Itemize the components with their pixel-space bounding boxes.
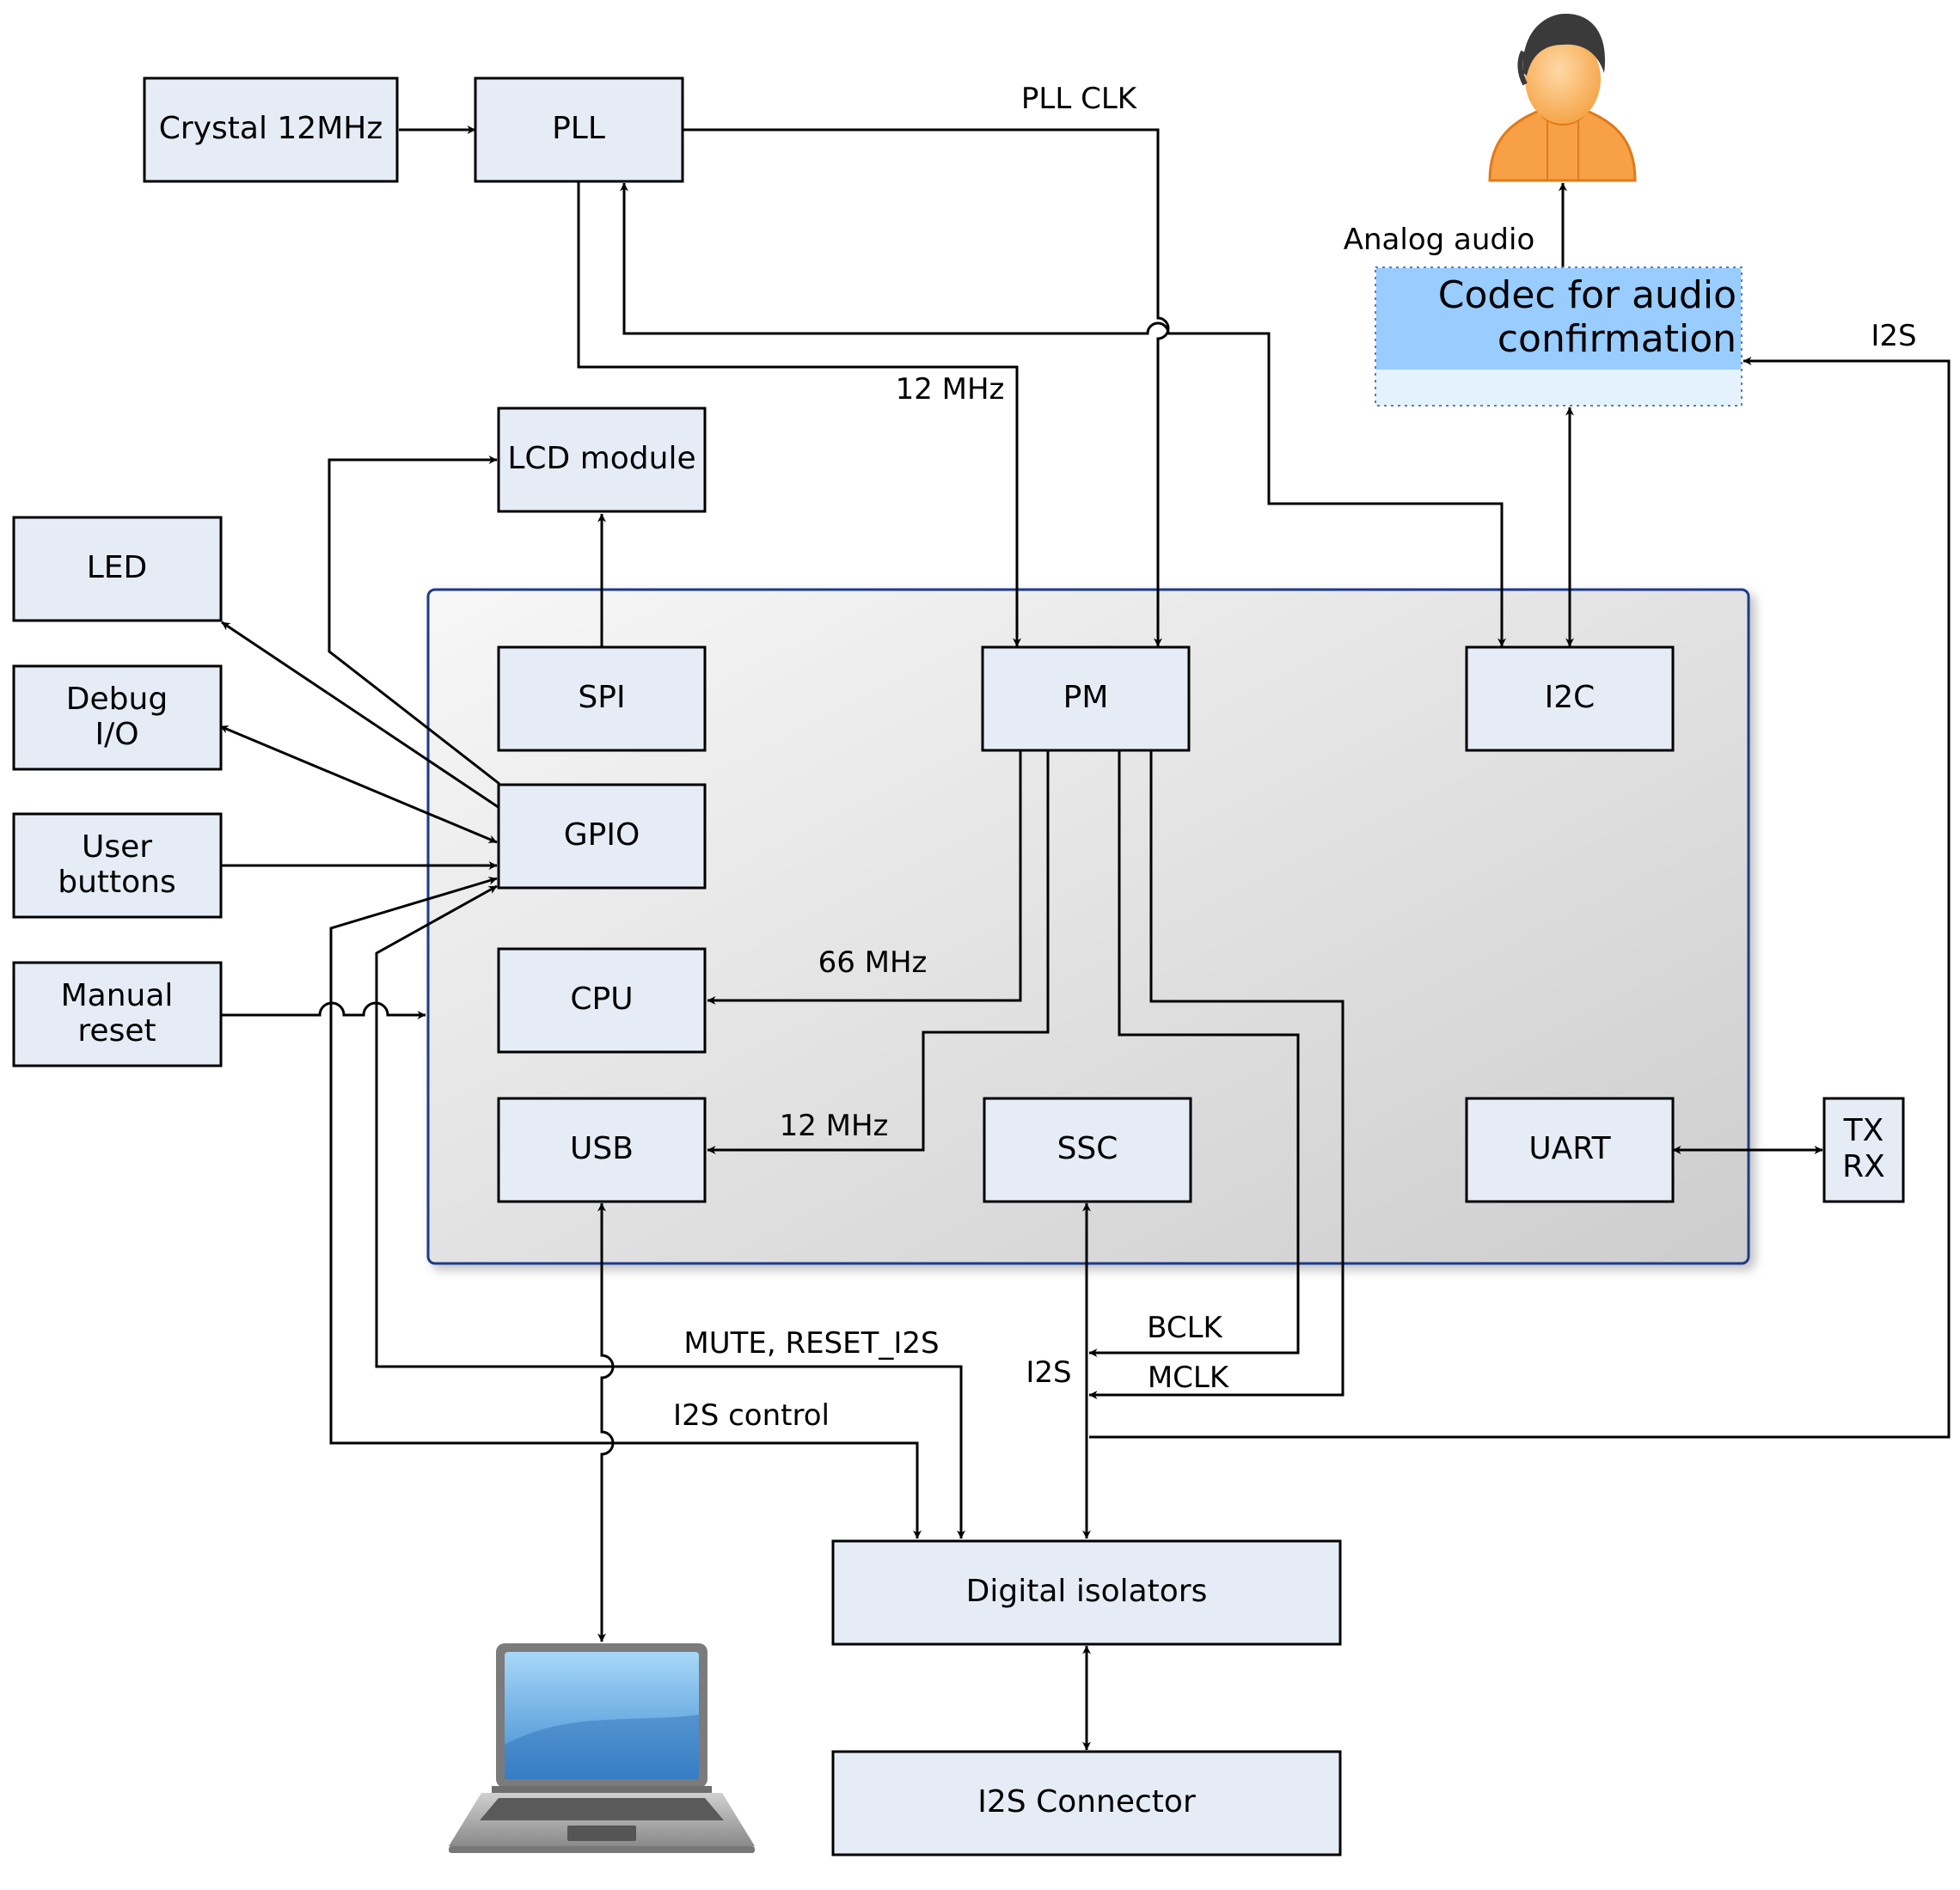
ssc-label: SSC — [1057, 1131, 1118, 1166]
pll-block: PLL — [474, 76, 684, 183]
usb-block: USB — [497, 1097, 707, 1203]
pll-label: PLL — [552, 111, 605, 146]
rx-label: RX — [1842, 1149, 1885, 1184]
bclk-label: BCLK — [1147, 1311, 1223, 1345]
lcd-label: LCD module — [507, 441, 695, 476]
i2s-connector-label: I2S Connector — [977, 1784, 1196, 1820]
gpio-block: GPIO — [497, 783, 707, 890]
uart-block: UART — [1465, 1097, 1675, 1203]
i2s-control-label: I2S control — [673, 1398, 830, 1433]
cpu-block: CPU — [497, 947, 707, 1054]
i2c-block: I2C — [1465, 645, 1675, 752]
manual-reset-block: Manual reset — [12, 961, 223, 1067]
led-block: LED — [12, 516, 223, 622]
digital-isolators-block: Digital isolators — [831, 1539, 1342, 1646]
crystal-block: Crystal 12MHz — [143, 76, 399, 183]
laptop-icon — [449, 1643, 755, 1853]
mute-reset-label: MUTE, RESET_I2S — [683, 1326, 939, 1361]
connectors — [219, 125, 1951, 1751]
cpu-label: CPU — [570, 982, 633, 1017]
lcd-block: LCD module — [497, 407, 707, 513]
user-icon — [1488, 13, 1637, 182]
codec-label-line2: confirmation — [1498, 317, 1736, 361]
i2s-codec-label: I2S — [1871, 319, 1916, 353]
uart-label: UART — [1528, 1131, 1611, 1166]
user-buttons-label-line2: buttons — [58, 865, 176, 900]
manual-reset-label-line1: Manual — [61, 978, 174, 1013]
user-buttons-label-line1: User — [82, 829, 152, 865]
mclk-label: MCLK — [1148, 1361, 1230, 1395]
i2s-bus-label: I2S — [1026, 1355, 1071, 1390]
spi-label: SPI — [578, 680, 625, 715]
pm-label: PM — [1063, 680, 1109, 715]
txrx-block: TX RX — [1822, 1097, 1905, 1203]
pll-clk-label: PLL CLK — [1021, 82, 1138, 116]
pll-12mhz-label: 12 MHz — [896, 372, 1005, 407]
manual-reset-label-line2: reset — [77, 1013, 156, 1049]
ssc-block: SSC — [983, 1097, 1192, 1203]
codec-label-line1: Codec for audio — [1438, 273, 1736, 317]
debug-label-line2: I/O — [95, 717, 138, 752]
user-buttons-block: User buttons — [12, 812, 223, 919]
i2c-label: I2C — [1545, 680, 1596, 715]
cpu-66mhz-label: 66 MHz — [818, 945, 928, 980]
analog-audio-label: Analog audio — [1344, 223, 1535, 257]
crystal-label: Crystal 12MHz — [159, 111, 383, 146]
usb-12mhz-label: 12 MHz — [780, 1109, 889, 1143]
usb-label: USB — [570, 1131, 634, 1166]
debug-io-block: Debug I/O — [12, 664, 223, 771]
i2s-connector-block: I2S Connector — [831, 1750, 1342, 1856]
tx-label: TX — [1843, 1113, 1884, 1148]
gpio-label: GPIO — [564, 817, 640, 853]
pm-block: PM — [981, 645, 1191, 752]
led-label: LED — [87, 550, 148, 585]
digital-isolators-label: Digital isolators — [966, 1574, 1208, 1609]
debug-label-line1: Debug — [66, 682, 168, 717]
codec-block: Codec for audio confirmation — [1375, 266, 1743, 407]
spi-block: SPI — [497, 645, 707, 752]
